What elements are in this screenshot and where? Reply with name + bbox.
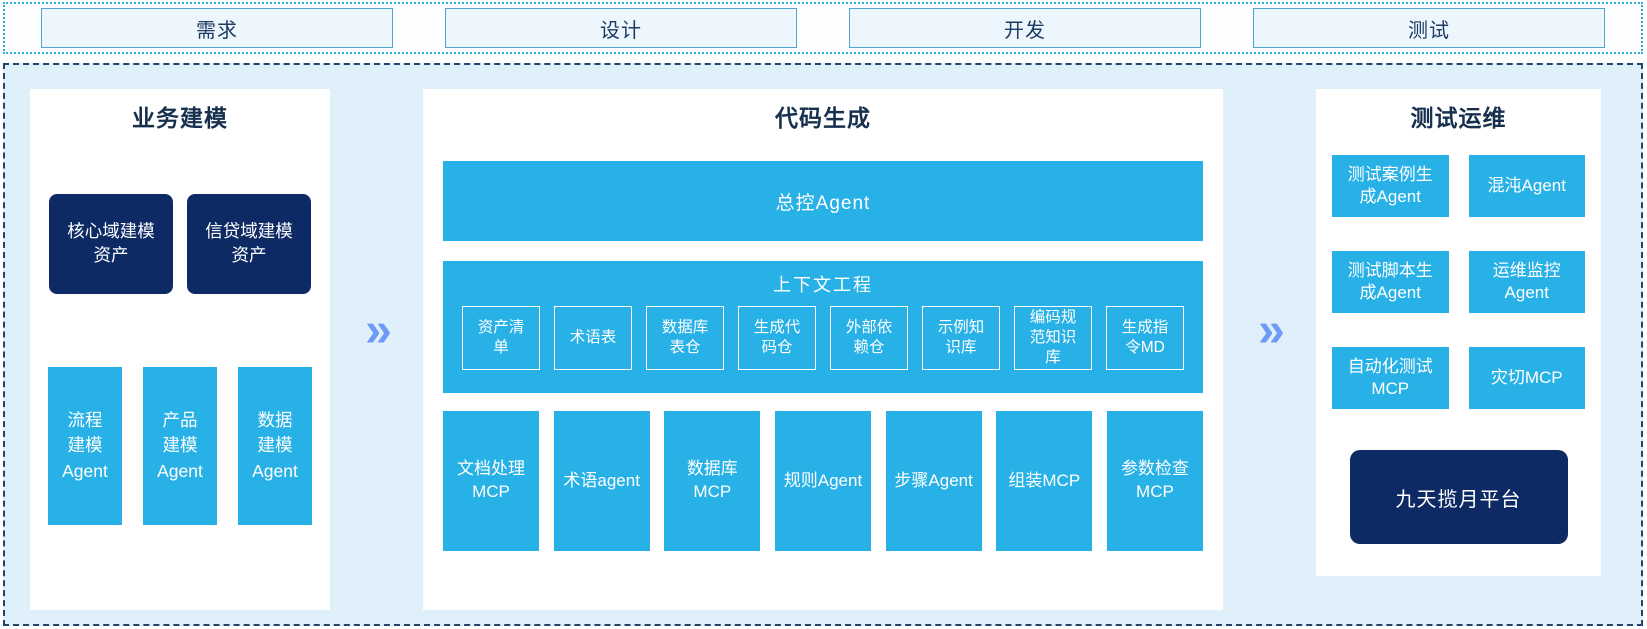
double-chevron-icon: » [1258,303,1285,357]
codegen-tool-box: 步骤Agent [885,411,982,551]
context-item-box: 外部依 赖仓 [830,306,908,370]
context-engineering-title: 上下文工程 [773,275,873,295]
codegen-tool-box: 文档处理 MCP [443,411,539,551]
phase-strip: 需求 设计 开发 测试 [3,2,1643,54]
test-ops-box: 混沌Agent [1468,155,1585,217]
modeling-agent-box: 数据 建模 Agent [238,367,312,525]
codegen-tool-row: 文档处理 MCP 术语agent 数据库 MCP 规则Agent 步骤Agent… [443,411,1203,551]
modeling-asset-row: 核心域建模 资产 信贷域建模 资产 [30,194,330,294]
modeling-asset-box: 信贷域建模 资产 [187,194,311,294]
context-item-box: 资产清 单 [462,306,540,370]
section-title-business-modeling: 业务建模 [132,105,228,131]
modeling-asset-box: 核心域建模 资产 [49,194,173,294]
context-item-box: 示例知 识库 [922,306,1000,370]
context-item-box: 术语表 [554,306,632,370]
codegen-tool-box: 术语agent [553,411,650,551]
section-test-ops: 测试运维 测试案例生 成Agent 混沌Agent 测试脚本生 成Agent 运… [1316,89,1601,576]
section-title-test-ops: 测试运维 [1410,105,1507,131]
flow-arrow-right: » [1223,89,1316,610]
test-ops-box: 测试脚本生 成Agent [1332,251,1449,313]
context-item-box: 数据库 表仓 [646,306,724,370]
modeling-agent-box: 产品 建模 Agent [143,367,217,525]
modeling-agent-box: 流程 建模 Agent [48,367,122,525]
context-item-box: 编码规 范知识 库 [1014,306,1092,370]
flow-arrow-left: » [330,89,423,610]
main-canvas: 业务建模 核心域建模 资产 信贷域建模 资产 流程 建模 Agent 产品 建模… [3,63,1643,626]
phase-box: 设计 [445,8,797,48]
section-code-generation: 代码生成 总控Agent 上下文工程 资产清 单 术语表 数据库 表仓 生成代 … [423,89,1223,610]
section-title-code-generation: 代码生成 [775,105,871,131]
double-chevron-icon: » [365,303,392,357]
test-ops-box: 灾切MCP [1468,347,1585,409]
test-ops-box: 自动化测试 MCP [1332,347,1449,409]
codegen-tool-box: 数据库 MCP [664,411,761,551]
codegen-tool-box: 组装MCP [996,411,1093,551]
phase-box: 测试 [1253,8,1605,48]
codegen-tool-box: 规则Agent [774,411,871,551]
context-engineering-box: 上下文工程 资产清 单 术语表 数据库 表仓 生成代 码仓 外部依 赖仓 示例知… [443,261,1203,393]
codegen-tool-box: 参数检查 MCP [1106,411,1203,551]
platform-box: 九天揽月平台 [1349,450,1568,544]
test-ops-grid: 测试案例生 成Agent 混沌Agent 测试脚本生 成Agent 运维监控 A… [1332,155,1585,409]
section-business-modeling: 业务建模 核心域建模 资产 信贷域建模 资产 流程 建模 Agent 产品 建模… [30,89,330,610]
context-item-box: 生成指 令MD [1106,306,1184,370]
context-item-box: 生成代 码仓 [738,306,816,370]
master-agent-bar: 总控Agent [443,161,1203,241]
modeling-agent-row: 流程 建模 Agent 产品 建模 Agent 数据 建模 Agent [30,367,330,525]
phase-box: 需求 [41,8,393,48]
test-ops-box: 测试案例生 成Agent [1332,155,1449,217]
context-item-row: 资产清 单 术语表 数据库 表仓 生成代 码仓 外部依 赖仓 示例知 识库 编码… [443,306,1203,370]
test-ops-box: 运维监控 Agent [1468,251,1585,313]
phase-box: 开发 [849,8,1201,48]
